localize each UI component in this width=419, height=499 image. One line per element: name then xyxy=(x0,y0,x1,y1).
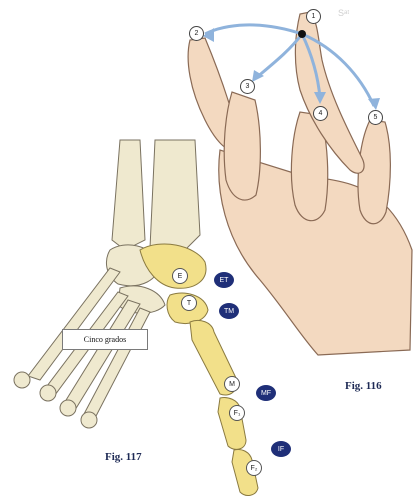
finger-number-3: 3 xyxy=(240,79,255,94)
bone-label-f1: F₁ xyxy=(229,405,245,421)
label-box: Cinco grados xyxy=(62,329,148,350)
motion-arrows xyxy=(205,25,374,106)
arrow-heads xyxy=(203,28,380,110)
bone-label-t: T xyxy=(181,295,197,311)
badge-if: IF xyxy=(271,441,291,457)
finger-number-2: 2 xyxy=(189,26,204,41)
hand-drawing xyxy=(188,12,412,355)
bone-label-f2: F₂ xyxy=(246,460,262,476)
finger-number-1: 1 xyxy=(306,9,321,24)
bone-label-m: M xyxy=(224,376,240,392)
bone-label-e: E xyxy=(172,268,188,284)
forearm-bones xyxy=(112,140,200,255)
badge-mf: MF xyxy=(256,385,276,401)
thumb-ray-bones xyxy=(140,244,258,495)
thumb-pivot-dot xyxy=(298,30,306,38)
figure-117-caption: Fig. 117 xyxy=(105,451,142,463)
badge-tm: TM xyxy=(219,303,239,319)
badge-et: ET xyxy=(214,272,234,288)
header-text: Sᵃᵗ xyxy=(338,8,349,18)
finger-number-5: 5 xyxy=(368,110,383,125)
figure-116-caption: Fig. 116 xyxy=(345,380,382,392)
finger-number-4: 4 xyxy=(313,106,328,121)
